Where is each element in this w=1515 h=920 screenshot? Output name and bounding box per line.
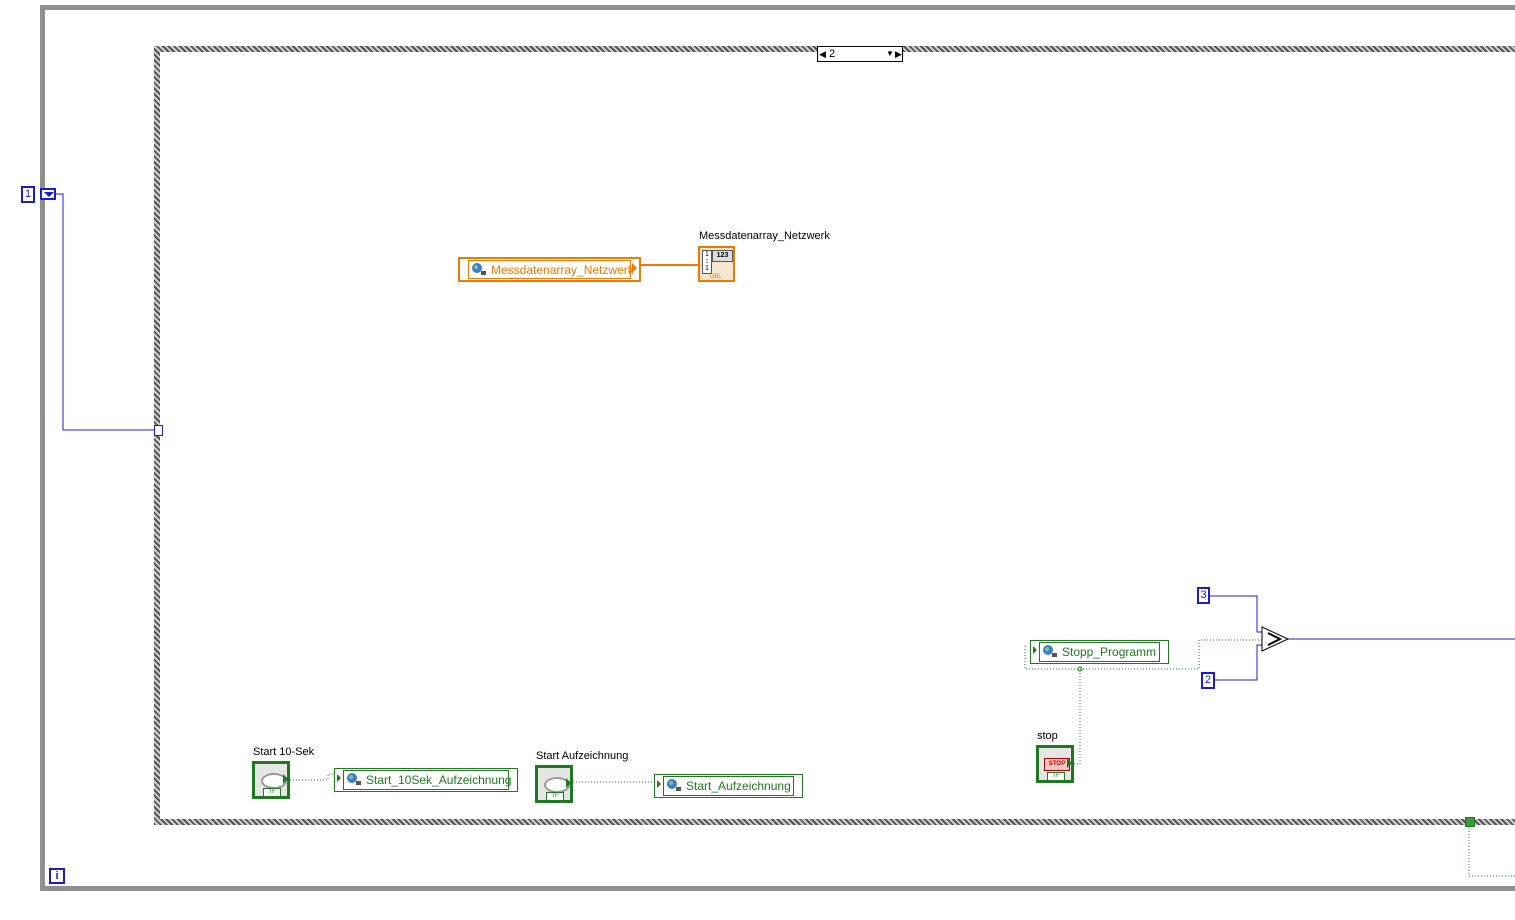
- shift-register-tunnel[interactable]: [40, 188, 56, 200]
- start-aufzeichnung-button-terminal[interactable]: TF: [535, 765, 573, 803]
- boolean-wire-stop: [1074, 669, 1081, 765]
- start-10sek-label: Start 10-Sek: [253, 746, 315, 758]
- down-triangle-icon: [44, 192, 54, 197]
- case-selector-value: 2: [829, 48, 836, 60]
- shared-variable-start-10sek-label: Start_10Sek_Aufzeichnung: [366, 773, 512, 787]
- input-arrow-icon: [657, 780, 661, 788]
- increment-arrow-icon[interactable]: ▶: [895, 49, 902, 59]
- boolean-tunnel[interactable]: [1465, 817, 1475, 827]
- case-selector-terminal[interactable]: [154, 425, 163, 436]
- while-loop-frame[interactable]: [40, 5, 1515, 891]
- globe-network-icon: [471, 262, 487, 276]
- wire-junction: [1077, 666, 1083, 672]
- shared-variable-messdaten-label: Messdatenarray_Netzwerk: [491, 263, 634, 277]
- case-selector[interactable]: ◀ 2 ▼ ▶: [817, 46, 903, 62]
- globe-network-icon: [346, 772, 362, 786]
- numeric-wire-selector: [56, 193, 156, 431]
- output-arrow-icon: [283, 774, 288, 784]
- boolean-wire-stopp-programm: [1024, 639, 1264, 670]
- tf-type-label: TF: [546, 792, 564, 801]
- globe-network-icon: [666, 778, 682, 792]
- decrement-arrow-icon[interactable]: ◀: [819, 49, 826, 59]
- shared-variable-start-aufzeichnung[interactable]: Start_Aufzeichnung: [654, 774, 803, 798]
- iteration-terminal[interactable]: i: [49, 868, 65, 884]
- stop-button-terminal[interactable]: STOP TF: [1036, 745, 1074, 783]
- boolean-wire-loop-condition: [1468, 822, 1515, 877]
- stop-label: stop: [1037, 730, 1058, 742]
- output-arrow-icon: [632, 263, 637, 273]
- numeric-constant-one[interactable]: 1: [21, 186, 35, 203]
- input-arrow-icon: [337, 774, 341, 782]
- shared-variable-stopp-programm[interactable]: Stopp_Programm: [1030, 640, 1169, 664]
- greater-than-comparator[interactable]: [1261, 626, 1290, 652]
- numeric-wire-const-three: [1209, 595, 1264, 633]
- shared-variable-stopp-programm-label: Stopp_Programm: [1062, 645, 1157, 659]
- start-10sek-button-terminal[interactable]: TF: [252, 761, 290, 799]
- tf-type-label: TF: [263, 788, 281, 797]
- boolean-wire-start-10sek: [290, 773, 335, 781]
- chevron-down-icon[interactable]: ▼: [886, 49, 894, 58]
- numeric-constant-three[interactable]: 3: [1197, 587, 1210, 604]
- numeric-display-icon: 123: [712, 250, 733, 262]
- output-arrow-icon: [566, 778, 571, 788]
- numeric-wire-const-two: [1214, 644, 1264, 681]
- case-structure-interior: [160, 52, 1515, 819]
- dbl-type-label: DBL: [710, 274, 722, 280]
- input-arrow-icon: [1033, 646, 1037, 654]
- shared-variable-start-aufzeichnung-label: Start_Aufzeichnung: [686, 779, 791, 793]
- array-index-icon: 1↕1: [702, 250, 712, 274]
- array-indicator-terminal[interactable]: 1↕1 123 DBL: [698, 246, 735, 282]
- shared-variable-messdaten[interactable]: Messdatenarray_Netzwerk: [458, 257, 641, 282]
- globe-network-icon: [1042, 644, 1058, 658]
- numeric-constant-two[interactable]: 2: [1201, 672, 1215, 689]
- start-aufzeichnung-label: Start Aufzeichnung: [536, 750, 629, 762]
- tf-type-label: TF: [1047, 772, 1065, 781]
- output-arrow-icon: [1067, 758, 1072, 768]
- messdaten-indicator-label: Messdatenarray_Netzwerk: [699, 230, 830, 242]
- shared-variable-start-10sek[interactable]: Start_10Sek_Aufzeichnung: [334, 768, 518, 792]
